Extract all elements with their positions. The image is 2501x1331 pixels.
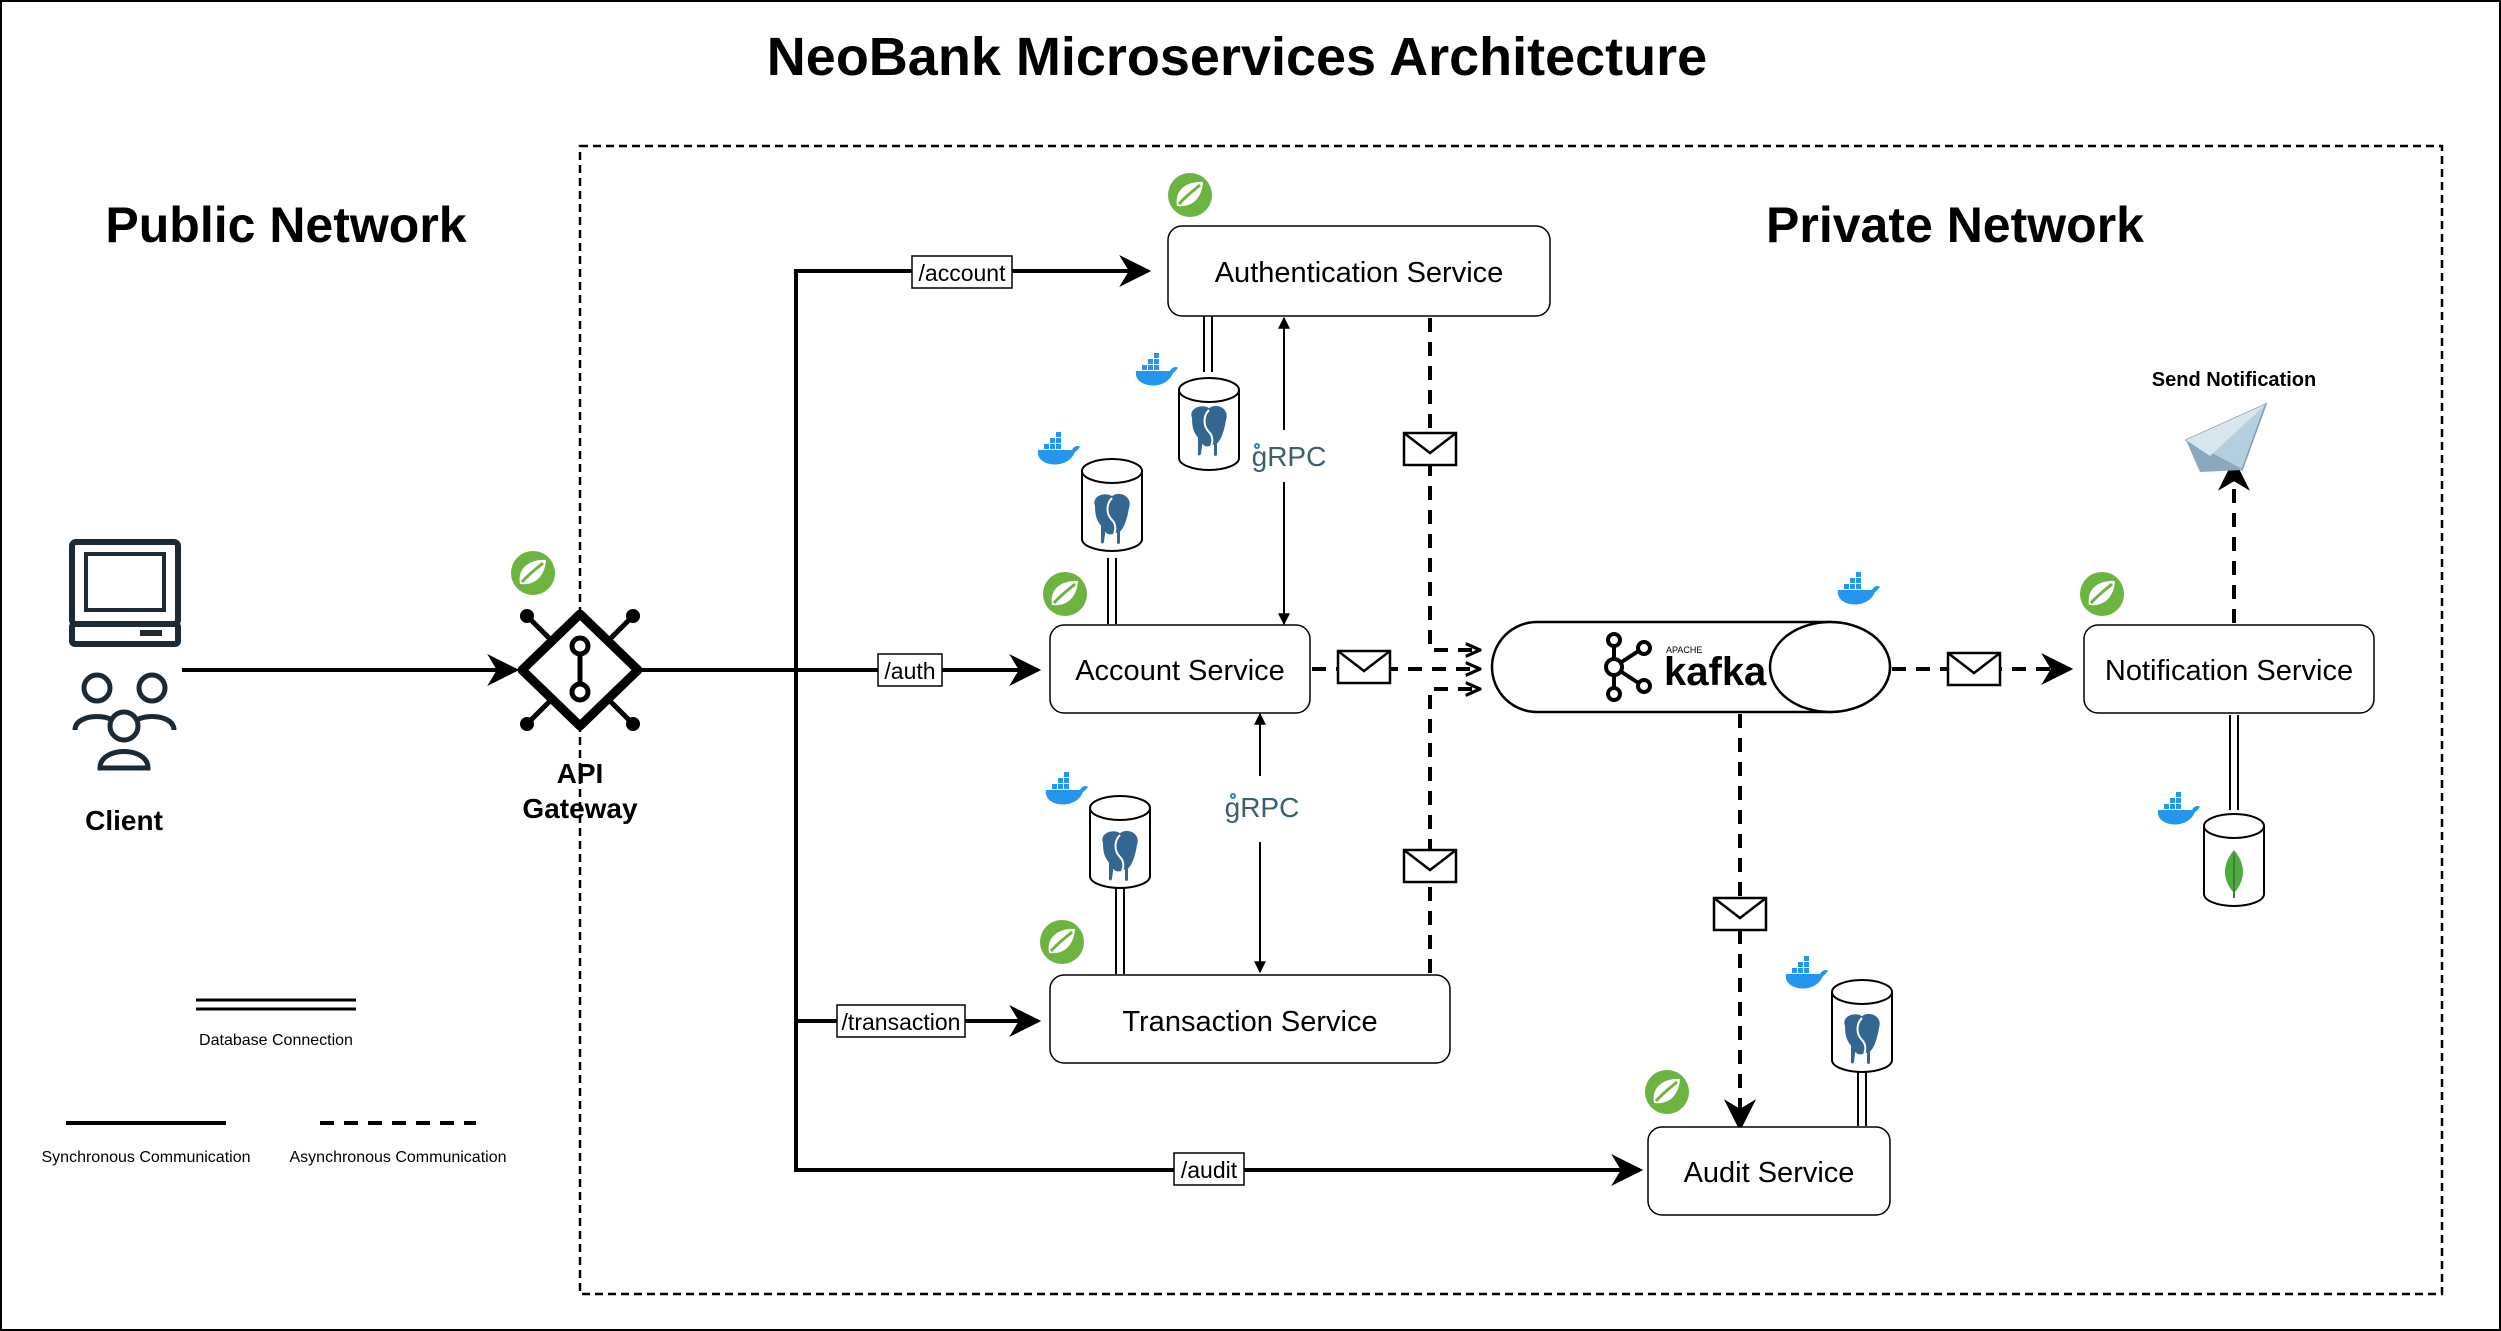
route-label-audit: /audit bbox=[1173, 1152, 1245, 1186]
legend-async-label: Asynchronous Communication bbox=[290, 1149, 507, 1166]
spring-icon bbox=[1041, 570, 1089, 618]
svg-text:gRPC: gRPC bbox=[1252, 441, 1327, 472]
docker-icon bbox=[2157, 792, 2200, 825]
envelope-icon bbox=[1402, 431, 1458, 467]
svg-text:/audit: /audit bbox=[1181, 1157, 1238, 1183]
mail-icon bbox=[2184, 402, 2268, 472]
grpc-icon: gRPC bbox=[1252, 441, 1327, 472]
docker-icon bbox=[1837, 572, 1880, 605]
mongodb-icon bbox=[2225, 850, 2243, 898]
docker-icon bbox=[1135, 353, 1178, 386]
kafka-broker bbox=[1490, 620, 1892, 714]
spring-icon bbox=[1038, 918, 1086, 966]
private-network-boundary bbox=[578, 144, 2444, 1296]
svg-text:/auth: /auth bbox=[884, 658, 935, 684]
envelope-icon bbox=[1946, 651, 2002, 687]
transaction-route-arrow bbox=[794, 670, 1042, 1037]
users-icon bbox=[72, 672, 177, 771]
gateway-icon bbox=[517, 609, 643, 731]
account-service: Account Service bbox=[1049, 624, 1311, 714]
svg-text:Transaction Service: Transaction Service bbox=[1122, 1006, 1377, 1038]
spring-icon bbox=[2078, 570, 2126, 618]
svg-text:/account: /account bbox=[919, 260, 1007, 286]
audit-service: Audit Service bbox=[1647, 1126, 1891, 1216]
svg-text:gRPC: gRPC bbox=[1225, 792, 1300, 823]
docker-icon bbox=[1785, 956, 1828, 989]
envelope-icon bbox=[1712, 896, 1768, 932]
kafka-icon bbox=[1604, 632, 1652, 702]
docker-icon bbox=[1045, 772, 1088, 805]
legend-db-label: Database Connection bbox=[199, 1032, 353, 1049]
spring-icon bbox=[509, 549, 557, 597]
svg-text:Authentication Service: Authentication Service bbox=[1215, 257, 1504, 289]
kafka-label: kafka bbox=[1664, 650, 1767, 694]
spring-icon bbox=[1643, 1068, 1691, 1116]
svg-text:/transaction: /transaction bbox=[842, 1009, 961, 1035]
envelope-icon bbox=[1402, 848, 1458, 884]
svg-text:Notification Service: Notification Service bbox=[2105, 655, 2353, 687]
auth-to-kafka-async bbox=[1428, 318, 1480, 650]
svg-text:Account Service: Account Service bbox=[1075, 655, 1285, 687]
route-label-transaction: /transaction bbox=[836, 1004, 966, 1038]
legend-sync-label: Synchronous Communication bbox=[42, 1149, 251, 1166]
envelope-icon bbox=[1336, 649, 1392, 685]
route-label-auth: /auth bbox=[877, 653, 943, 687]
private-network-title: Private Network bbox=[1766, 197, 2144, 253]
client-label: Client bbox=[85, 805, 163, 836]
legend: Database Connection Synchronous Communic… bbox=[42, 998, 507, 1166]
audit-route-arrow bbox=[794, 1021, 1644, 1186]
notification-service: Notification Service bbox=[2083, 624, 2375, 714]
gateway-label-line2: Gateway bbox=[522, 793, 638, 824]
transaction-service: Transaction Service bbox=[1049, 974, 1451, 1064]
gateway-label-line1: API bbox=[557, 758, 604, 789]
route-label-account: /account bbox=[911, 255, 1013, 289]
spring-icon bbox=[1166, 171, 1214, 219]
computer-icon bbox=[69, 539, 181, 647]
docker-icon bbox=[1037, 432, 1080, 465]
authentication-service: Authentication Service bbox=[1167, 225, 1551, 317]
grpc-icon: gRPC bbox=[1225, 792, 1300, 823]
svg-text:Audit Service: Audit Service bbox=[1684, 1157, 1855, 1189]
kafka-tag: APACHE bbox=[1666, 645, 1702, 655]
public-network-title: Public Network bbox=[105, 197, 466, 253]
send-notification-label: Send Notification bbox=[2152, 369, 2316, 391]
diagram-title: NeoBank Microservices Architecture bbox=[767, 27, 1707, 87]
account-route-arrow bbox=[794, 255, 1152, 670]
transaction-to-kafka-async bbox=[1428, 689, 1480, 973]
